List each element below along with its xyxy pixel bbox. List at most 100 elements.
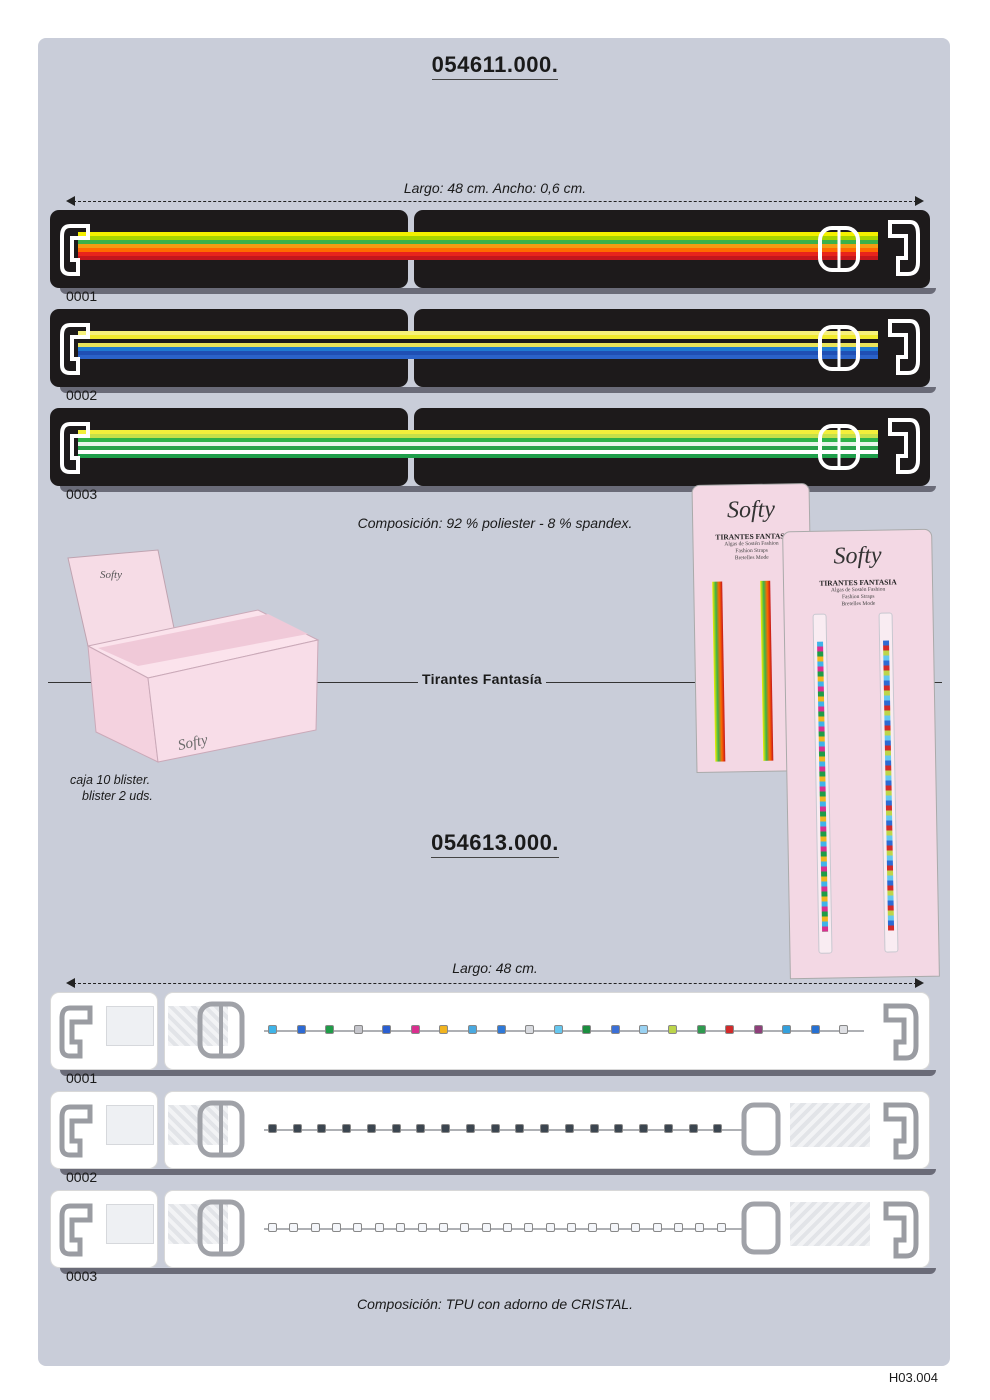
hook-icon xyxy=(888,220,920,276)
crystal-gem xyxy=(540,1124,550,1133)
strap-item xyxy=(50,408,930,486)
crystal-gem xyxy=(391,1124,401,1133)
crystal-gem xyxy=(610,1025,620,1034)
crystal-strap-item xyxy=(50,1091,930,1169)
strap-item xyxy=(50,210,930,288)
crystal-gem xyxy=(588,1223,598,1232)
hook-icon xyxy=(60,422,90,474)
metal-hook-icon xyxy=(883,1102,919,1160)
metal-hook-icon xyxy=(883,1003,919,1061)
slider-ring-icon xyxy=(197,1199,245,1257)
crystal-gem xyxy=(663,1124,673,1133)
crystal-gem xyxy=(366,1124,376,1133)
card2-sub3: Bretelles Mode xyxy=(841,600,876,608)
hook-icon xyxy=(888,418,920,474)
crystal-gem xyxy=(374,1223,384,1232)
box-label: caja 10 blister. blister 2 uds. xyxy=(70,772,153,804)
hook-icon xyxy=(60,224,90,276)
strap-ref: 0002 xyxy=(66,387,98,403)
composition-2: Composición: TPU con adorno de CRISTAL. xyxy=(357,1296,633,1312)
crystal-gem xyxy=(332,1223,342,1232)
chain xyxy=(264,1030,864,1032)
crystal-gem xyxy=(268,1025,277,1034)
strap-item xyxy=(50,309,930,387)
box-label-line1: caja 10 blister. xyxy=(70,773,151,787)
strap-shadow xyxy=(60,288,936,294)
crystal-gem xyxy=(609,1223,619,1232)
strap-ref: 0002 xyxy=(66,1169,98,1185)
crystal-gem xyxy=(382,1025,392,1034)
crystal-gem xyxy=(545,1223,555,1232)
crystal-gem xyxy=(490,1124,500,1133)
strap-band xyxy=(78,430,878,462)
crystal-gem xyxy=(631,1223,641,1232)
hook-icon xyxy=(60,323,90,375)
slider-ring-icon xyxy=(741,1201,781,1255)
box-card-brand: Softy xyxy=(100,569,122,581)
slider-ring-icon xyxy=(818,325,860,371)
crystal-gem xyxy=(268,1124,277,1133)
crystal-gem xyxy=(438,1223,448,1232)
section-title: Tirantes Fantasía xyxy=(418,671,546,687)
crystal-gem xyxy=(673,1223,683,1232)
strap-ref: 0003 xyxy=(66,486,98,502)
crystal-gem xyxy=(325,1025,335,1034)
crystal-gem xyxy=(417,1223,427,1232)
crystal-gem xyxy=(396,1223,406,1232)
measure-arrow-1 xyxy=(66,194,924,208)
strap-shadow xyxy=(60,486,936,492)
metal-hook-icon xyxy=(59,1005,93,1059)
crystal-strap-item xyxy=(50,1190,930,1268)
crystal-gem xyxy=(688,1124,698,1133)
card2-brand: Softy xyxy=(833,542,882,570)
slider-ring-icon xyxy=(741,1102,781,1156)
slider-ring-icon xyxy=(818,226,860,272)
crystal-gem xyxy=(652,1223,662,1232)
strap-band xyxy=(78,232,878,264)
crystal-gem xyxy=(564,1124,574,1133)
crystal-gem xyxy=(441,1124,451,1133)
crystal-gem xyxy=(342,1124,352,1133)
strap-band xyxy=(78,331,878,363)
strap-ref: 0003 xyxy=(66,1268,98,1284)
clear-band xyxy=(106,1006,154,1046)
clear-band xyxy=(790,1103,870,1147)
crystal-gem xyxy=(353,1223,363,1232)
page-footer-code: H03.004 xyxy=(888,1370,938,1385)
crystal-gem xyxy=(465,1124,475,1133)
measure-label-2: Largo: 48 cm. xyxy=(452,960,538,976)
crystal-gem xyxy=(268,1223,277,1232)
strap-ref: 0001 xyxy=(66,288,98,304)
composition-1: Composición: 92 % poliester - 8 % spande… xyxy=(357,515,633,531)
chain xyxy=(264,1129,744,1131)
crystal-gem xyxy=(460,1223,470,1232)
blister-card-2: Softy TIRANTES FANTASIA Algas de Sostén … xyxy=(782,528,940,980)
measure-arrow-2 xyxy=(66,976,924,990)
crystal-gem xyxy=(589,1124,599,1133)
crystal-gem xyxy=(416,1124,426,1133)
crystal-gem xyxy=(716,1223,726,1232)
hook-icon xyxy=(888,319,920,375)
crystal-gem xyxy=(810,1025,820,1034)
measure-label-1: Largo: 48 cm. Ancho: 0,6 cm. xyxy=(403,180,587,196)
metal-hook-icon xyxy=(59,1104,93,1158)
crystal-gem xyxy=(515,1124,525,1133)
crystal-gem xyxy=(725,1025,735,1034)
crystal-gem xyxy=(839,1025,849,1034)
crystal-gem xyxy=(614,1124,624,1133)
crystal-gem xyxy=(503,1223,512,1232)
crystal-gem xyxy=(639,1124,649,1133)
product-code-1: 054611.000. xyxy=(0,52,990,80)
crystal-gem xyxy=(289,1223,299,1232)
crystal-gem xyxy=(753,1025,763,1034)
crystal-gem xyxy=(439,1025,449,1034)
crystal-gem xyxy=(353,1025,363,1034)
strap-shadow xyxy=(60,1070,936,1076)
crystal-gem xyxy=(639,1025,649,1034)
display-box-image: Softy Softy xyxy=(67,549,320,763)
crystal-gem xyxy=(567,1223,577,1232)
metal-hook-icon xyxy=(59,1203,93,1257)
crystal-gem xyxy=(317,1124,327,1133)
crystal-gem xyxy=(292,1124,302,1133)
crystal-strap-item xyxy=(50,992,930,1070)
